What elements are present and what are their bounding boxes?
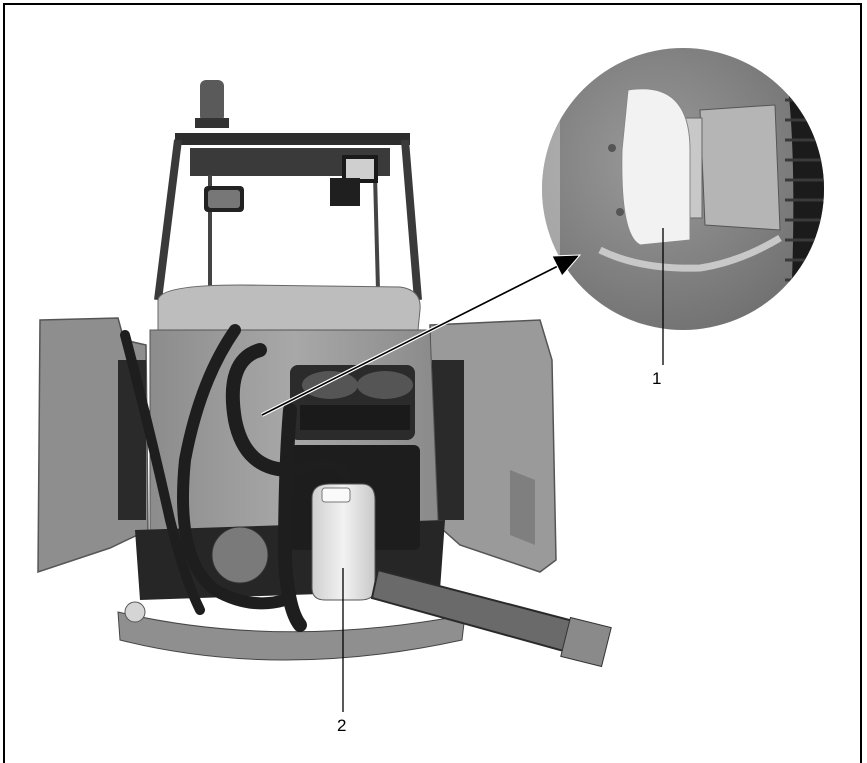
beacon-light [195,80,229,128]
rear-squeegee [117,611,466,661]
callout-2-label: 2 [337,716,347,735]
squeegee-arm [370,568,612,668]
sensor-body [621,88,691,246]
filter-housing [290,365,415,440]
callout-1-label: 1 [652,369,662,388]
figure-frame [3,3,862,763]
arrow-pointer [261,254,582,417]
detail-inset [542,48,824,330]
cab-frame [154,133,422,301]
seat-cover [157,284,421,331]
solution-tank [311,483,376,601]
hoses [120,324,350,632]
